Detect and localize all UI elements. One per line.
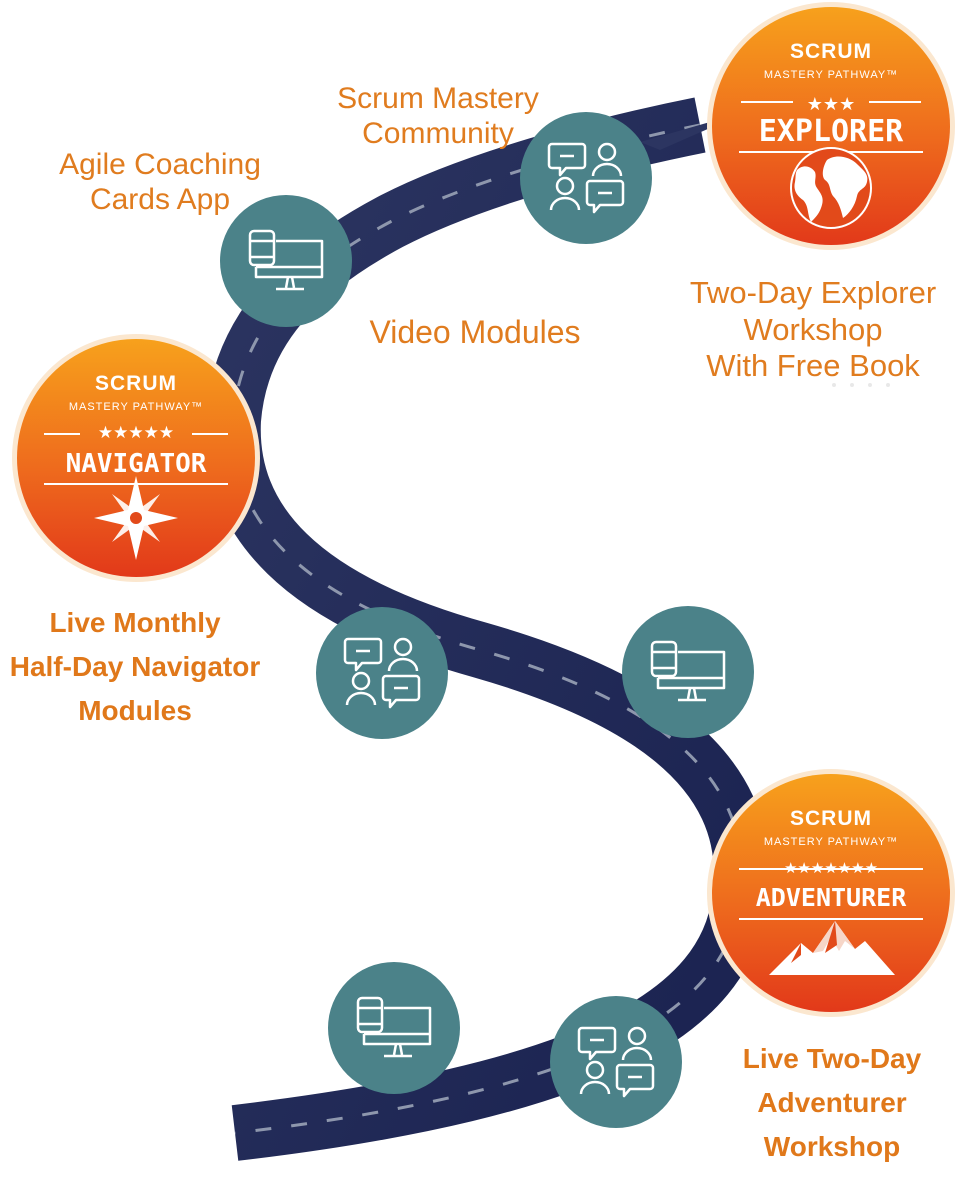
label-line: Modules — [78, 695, 192, 727]
badge-brand: SCRUM — [790, 40, 872, 63]
badge-stars: ★★★★★★★ — [784, 859, 878, 877]
label-line: Video Modules — [369, 314, 581, 350]
label-line: Adventurer — [757, 1087, 907, 1119]
label-line: With Free Book — [706, 348, 920, 384]
badge-level: NAVIGATOR — [66, 449, 207, 479]
badge-explorer: SCRUM MASTERY PATHWAY™ ★★★ EXPLORER — [707, 2, 955, 250]
milestone-app — [220, 195, 352, 327]
label-line: Cards App — [89, 183, 231, 217]
milestone-community-2 — [316, 607, 448, 739]
badge-level: ADVENTURER — [756, 883, 907, 912]
label-line: Community — [362, 117, 514, 151]
badge-subtitle: MASTERY PATHWAY™ — [764, 836, 898, 848]
badge-subtitle: MASTERY PATHWAY™ — [69, 401, 203, 413]
milestone-video — [622, 606, 754, 738]
decorative-dots — [832, 383, 890, 387]
badge-navigator: SCRUM MASTERY PATHWAY™ ★★★★★ NAVIGATOR — [12, 334, 260, 582]
label-adventurer-workshop: Live Two-Day Adventurer Workshop — [718, 1037, 946, 1170]
milestone-community-3 — [550, 996, 682, 1128]
label-line: Live Monthly — [49, 607, 221, 638]
label-line: Live Two-Day — [742, 1043, 922, 1074]
label-agile-coaching-cards: Agile Coaching Cards App — [40, 147, 280, 218]
milestone-community — [520, 112, 652, 244]
label-video-modules: Video Modules — [350, 314, 600, 352]
label-navigator-modules: Live Monthly Half-Day Navigator Modules — [0, 601, 270, 734]
label-scrum-mastery-community: Scrum Mastery Community — [318, 81, 558, 152]
label-line: Agile Coaching — [59, 148, 261, 181]
label-line: Workshop — [743, 311, 883, 347]
compass-icon — [94, 476, 178, 560]
badge-level: EXPLORER — [759, 114, 904, 149]
badge-brand: SCRUM — [790, 807, 872, 830]
milestone-video-2 — [328, 962, 460, 1094]
label-line: Scrum Mastery — [337, 82, 539, 115]
badge-stars: ★★★ — [807, 94, 855, 115]
mountain-icon — [769, 921, 895, 975]
label-explorer-workshop: Two-Day Explorer Workshop With Free Book — [668, 275, 958, 385]
label-line: Two-Day Explorer — [689, 275, 937, 310]
label-line: Half-Day Navigator — [9, 651, 261, 683]
badge-adventurer: SCRUM MASTERY PATHWAY™ ★★★★★★★ ADVENTURE… — [707, 769, 955, 1017]
globe-icon — [790, 147, 873, 229]
badge-subtitle: MASTERY PATHWAY™ — [764, 69, 898, 81]
label-line: Workshop — [763, 1131, 901, 1163]
badge-stars: ★★★★★ — [98, 423, 174, 443]
badge-brand: SCRUM — [95, 372, 177, 395]
